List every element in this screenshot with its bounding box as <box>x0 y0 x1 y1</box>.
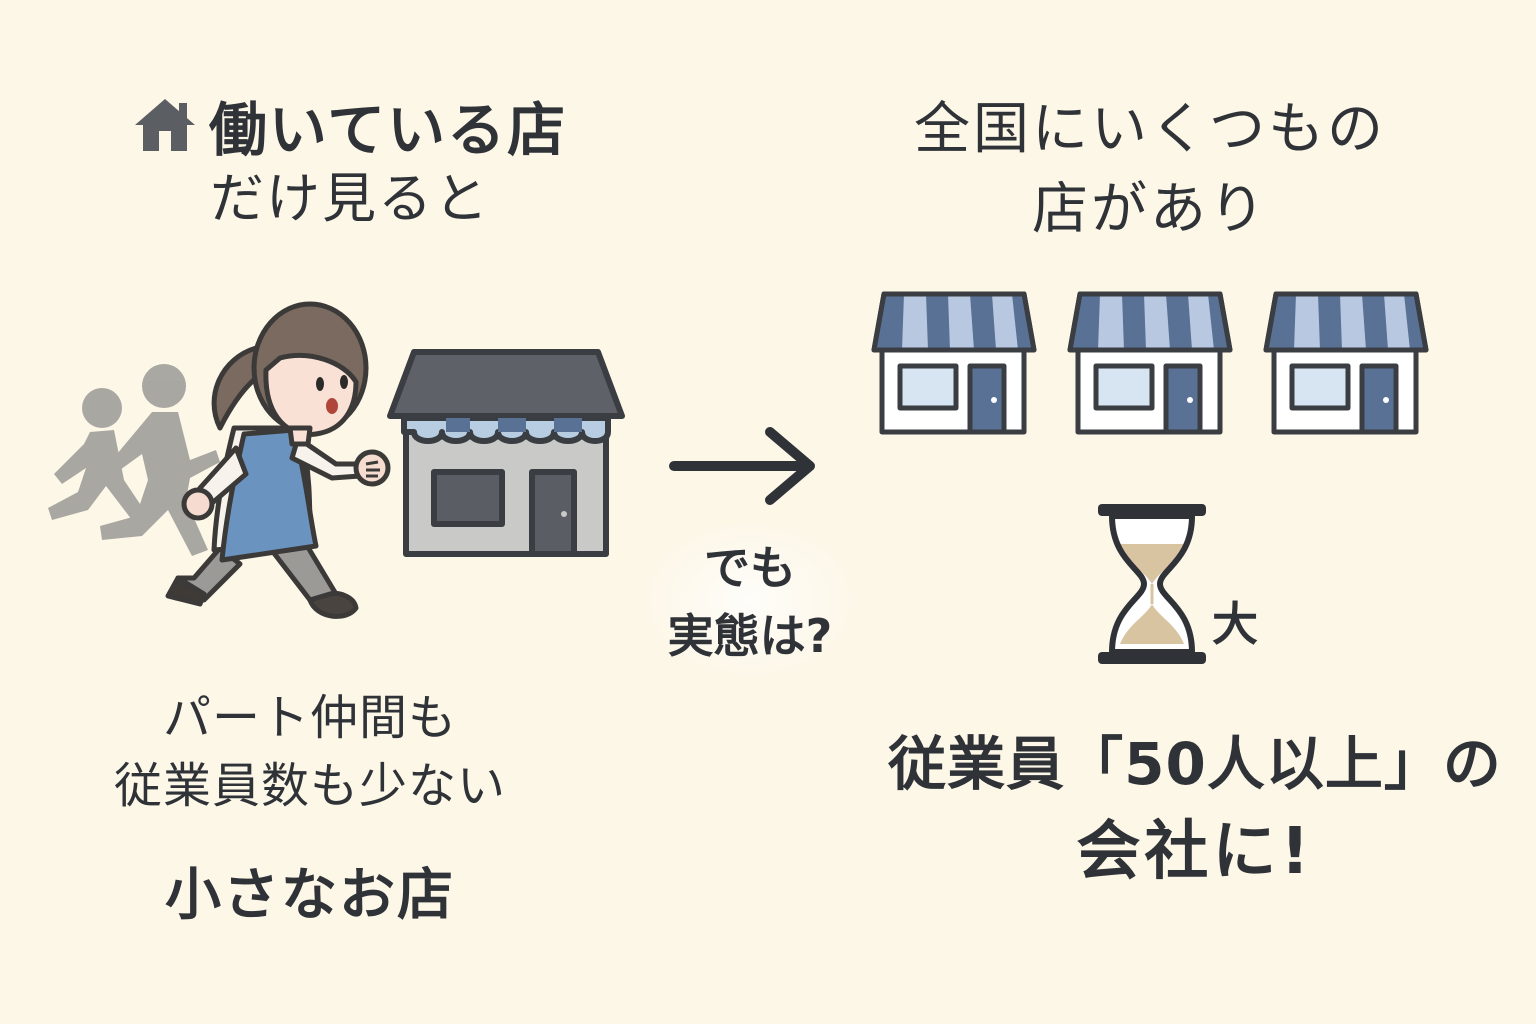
left-conclusion: 小さなお店 <box>165 863 455 928</box>
size-label: 大 <box>1212 597 1258 651</box>
left-heading: 働いている店 だけ見ると <box>70 88 630 236</box>
middle-line2: 実態は? <box>667 609 833 663</box>
right-heading: 全国にいくつもの 店があり <box>860 90 1440 250</box>
result-line1: 従業員「50人以上」の <box>888 730 1502 798</box>
hourglass-icon <box>1098 504 1206 664</box>
middle-question: でも 実態は? <box>640 534 860 670</box>
coworker-silhouettes <box>48 364 220 556</box>
store-icon <box>387 349 625 557</box>
left-heading-line2: だけ見ると <box>210 167 490 230</box>
store-icon <box>1266 294 1426 432</box>
right-heading-line1: 全国にいくつもの <box>914 97 1386 162</box>
running-worker-illustration <box>165 301 391 619</box>
left-description-line1: パート仲間も <box>162 690 457 746</box>
result-text: 従業員「50人以上」の 会社に! <box>880 720 1510 896</box>
store-icon <box>1070 294 1230 432</box>
left-heading-line1: 働いている店 <box>208 96 568 164</box>
left-description: パート仲間も 従業員数も少ない <box>60 684 560 820</box>
middle-line1: でも <box>704 541 796 595</box>
house-icon <box>134 99 195 151</box>
arrow-right-icon <box>669 427 815 505</box>
right-heading-line2: 店があり <box>1032 177 1268 242</box>
store-row <box>870 290 1440 440</box>
result-line2: 会社に! <box>1076 815 1314 889</box>
left-description-line2: 従業員数も少ない <box>113 758 506 814</box>
middle-glow <box>640 520 860 680</box>
store-icon <box>874 294 1034 432</box>
